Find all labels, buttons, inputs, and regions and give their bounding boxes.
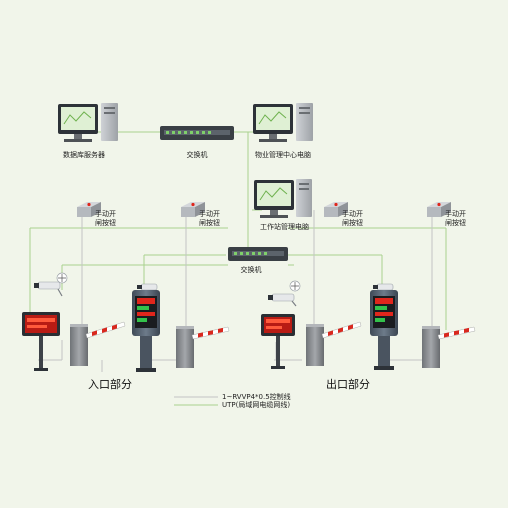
manual-open-button-3	[324, 202, 348, 217]
exit-led-display	[261, 314, 295, 369]
exit-barrier-gate-1	[306, 321, 362, 366]
entry-section-title: 入口部分	[88, 378, 132, 391]
manual-btn-2-line1: 手动开	[199, 210, 220, 218]
db-server-label: 数据库服务器	[63, 151, 105, 159]
middle-switch-label: 交换机	[240, 266, 262, 274]
manual-btn-1-line2: 闸按钮	[95, 219, 116, 227]
property-management-computer	[253, 103, 313, 142]
manual-open-button-1	[77, 202, 101, 217]
entry-barrier-gate-1	[70, 321, 126, 366]
entry-recognition-camera-tower	[132, 283, 160, 372]
database-server-computer	[58, 103, 118, 142]
manual-btn-2-line2: 闸按钮	[199, 219, 220, 227]
manual-btn-3-line1: 手动开	[342, 210, 363, 218]
exit-section-title: 出口部分	[326, 378, 370, 391]
workstation-pc-label: 工作站管理电脑	[260, 223, 309, 231]
manual-btn-3-line2: 闸按钮	[342, 219, 363, 227]
entry-overview-camera	[34, 272, 68, 297]
workstation-computer	[254, 179, 312, 218]
exit-recognition-camera-tower	[370, 283, 398, 370]
top-switch	[160, 126, 234, 140]
exit-overview-camera	[268, 280, 301, 307]
manual-btn-1-line1: 手动开	[95, 210, 116, 218]
manual-btn-4-line2: 闸按钮	[445, 219, 466, 227]
top-switch-label: 交换机	[186, 151, 208, 159]
manual-open-button-4	[427, 202, 451, 217]
manual-btn-4-line1: 手动开	[445, 210, 466, 218]
manual-open-button-2	[181, 202, 205, 217]
entry-led-display	[22, 312, 60, 371]
legend-utp-line: UTP(局域网电缆网线)	[222, 401, 291, 409]
property-pc-label: 物业管理中心电脑	[255, 151, 311, 159]
legend-swatches	[174, 396, 218, 406]
exit-barrier-gate-2	[422, 326, 476, 368]
entry-barrier-gate-2	[176, 326, 230, 368]
legend-control-line: 1~RVVP4*0.5控制线	[222, 393, 291, 401]
middle-switch	[228, 247, 288, 261]
